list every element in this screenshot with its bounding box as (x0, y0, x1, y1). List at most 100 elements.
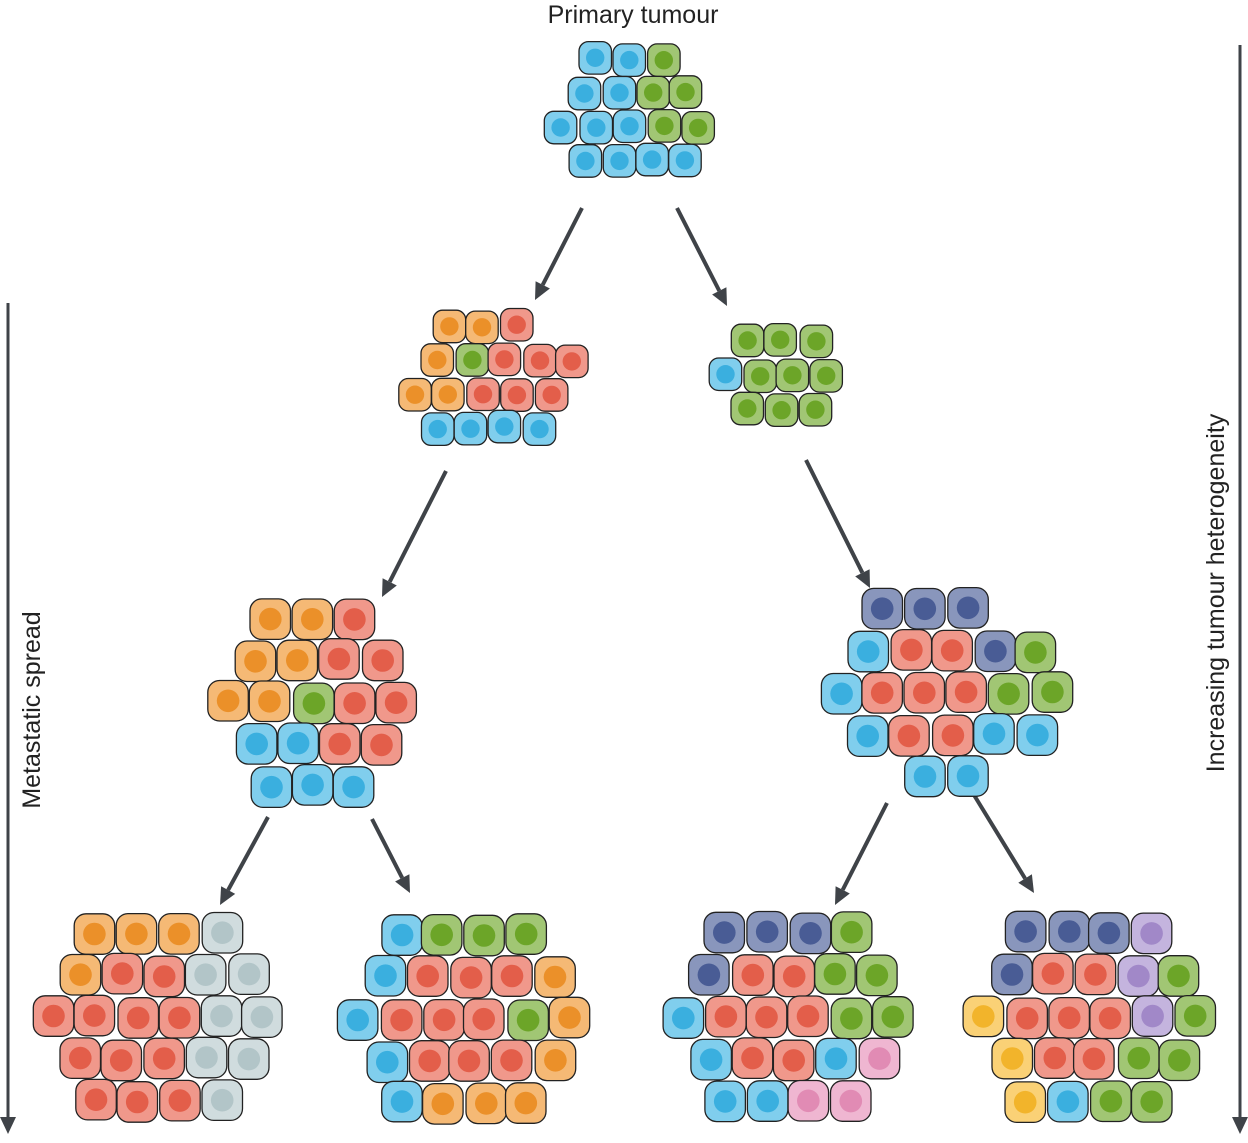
nucleus-red (714, 1005, 738, 1028)
nucleus-green (1041, 680, 1064, 704)
nucleus-green (514, 922, 538, 946)
nucleus-green (676, 82, 695, 102)
nucleus-grey (211, 921, 234, 944)
nucleus-green (1024, 641, 1047, 664)
nucleus-navy (755, 920, 779, 944)
nucleus-blue (530, 419, 549, 439)
nucleus-red (495, 350, 514, 369)
nucleus-orange (301, 608, 324, 631)
nucleus-red (500, 964, 524, 988)
nucleus-orange (286, 649, 309, 672)
tumour-gen2-right (820, 586, 1074, 798)
nucleus-red (69, 1046, 92, 1070)
nucleus-red (327, 647, 351, 671)
nucleus-yellow (1001, 1047, 1024, 1070)
nucleus-green (772, 401, 791, 420)
nucleus-blue (576, 151, 595, 171)
nucleus-blue (586, 48, 605, 67)
nucleus-red (457, 1049, 481, 1073)
nucleus-blue (699, 1048, 723, 1071)
nucleus-orange (431, 1092, 455, 1116)
nucleus-red (343, 608, 366, 631)
nucleus-blue (376, 1050, 399, 1074)
nucleus-orange (558, 1006, 581, 1029)
nucleus-red (168, 1089, 192, 1112)
arrow-gen2-left-to-gen3-1 (220, 816, 270, 905)
nucleus-navy (697, 963, 721, 987)
nucleus-blue (374, 964, 397, 987)
nucleus-red (125, 1090, 149, 1114)
nucleus-purple (1127, 964, 1150, 988)
tumour-gen2-left (207, 598, 418, 809)
nucleus-red (542, 385, 561, 405)
nucleus-green (472, 924, 496, 947)
nucleus-red (507, 385, 527, 405)
nucleus-green (817, 366, 836, 385)
tumour-gen1-right (708, 322, 844, 428)
tumour-gen3-2 (336, 913, 591, 1125)
nucleus-green (1099, 1089, 1123, 1113)
nucleus-navy (913, 597, 937, 621)
nucleus-red (900, 638, 923, 662)
nucleus-red (109, 1049, 133, 1072)
nucleus-red (530, 351, 550, 370)
nucleus-green (840, 920, 863, 944)
nucleus-grey (195, 1046, 218, 1069)
arrow-primary-to-gen1-right (675, 207, 727, 306)
arrow-gen1-right-to-gen2-right (804, 459, 870, 588)
nucleus-grey (210, 1004, 233, 1028)
nucleus-navy (984, 639, 1007, 663)
nucleus-pink (868, 1047, 891, 1070)
nucleus-green (430, 923, 454, 947)
nucleus-orange (438, 385, 457, 404)
nucleus-blue (245, 732, 268, 756)
nucleus-green (806, 400, 825, 419)
nucleus-orange (544, 1049, 567, 1072)
nucleus-blue (346, 1008, 370, 1032)
nucleus-blue (286, 731, 310, 755)
nucleus-orange (440, 317, 459, 336)
nucleus-green (516, 1008, 540, 1032)
nucleus-orange (475, 1092, 498, 1115)
nucleus-grey (237, 1047, 261, 1071)
tumour-gen1-left (398, 307, 589, 447)
nucleus-blue (672, 1006, 695, 1030)
nucleus-blue (620, 117, 639, 136)
nucleus-blue (856, 724, 879, 748)
nucleus-blue (551, 118, 570, 137)
nucleus-green (1140, 1090, 1163, 1114)
heterogeneity-label: Increasing tumour heterogeneity (1202, 413, 1230, 773)
nucleus-blue (913, 765, 937, 788)
nucleus-orange (472, 318, 492, 337)
nucleus-green (1127, 1046, 1151, 1070)
arrows (0, 45, 1248, 1134)
nucleus-orange (244, 650, 267, 673)
nucleus-blue (716, 365, 735, 384)
nucleus-red (913, 681, 936, 705)
nucleus-blue (461, 419, 480, 438)
nucleus-blue (390, 1090, 414, 1113)
nucleus-orange (258, 690, 281, 713)
nucleus-red (42, 1004, 65, 1028)
nucleus-green (881, 1005, 905, 1029)
nucleus-red (796, 1004, 820, 1028)
nucleus-green (823, 962, 847, 986)
nucleus-yellow (972, 1005, 995, 1028)
nucleus-red (741, 1046, 764, 1070)
nucleus-red (500, 1049, 523, 1072)
nucleus-red (459, 966, 483, 989)
nucleus-red (343, 692, 366, 715)
nucleus-blue (856, 640, 880, 663)
nucleus-orange (83, 922, 106, 946)
nucleus-orange (125, 922, 148, 946)
nucleus-green (807, 332, 826, 351)
nucleus-red (782, 1049, 805, 1072)
nucleus-blue (587, 118, 606, 137)
nucleus-navy (713, 921, 736, 944)
nucleus-purple (1140, 922, 1163, 945)
nucleus-orange (259, 607, 282, 631)
nucleus-blue (956, 764, 980, 788)
nucleus-blue (982, 722, 1006, 746)
nucleus-red (152, 1047, 176, 1070)
